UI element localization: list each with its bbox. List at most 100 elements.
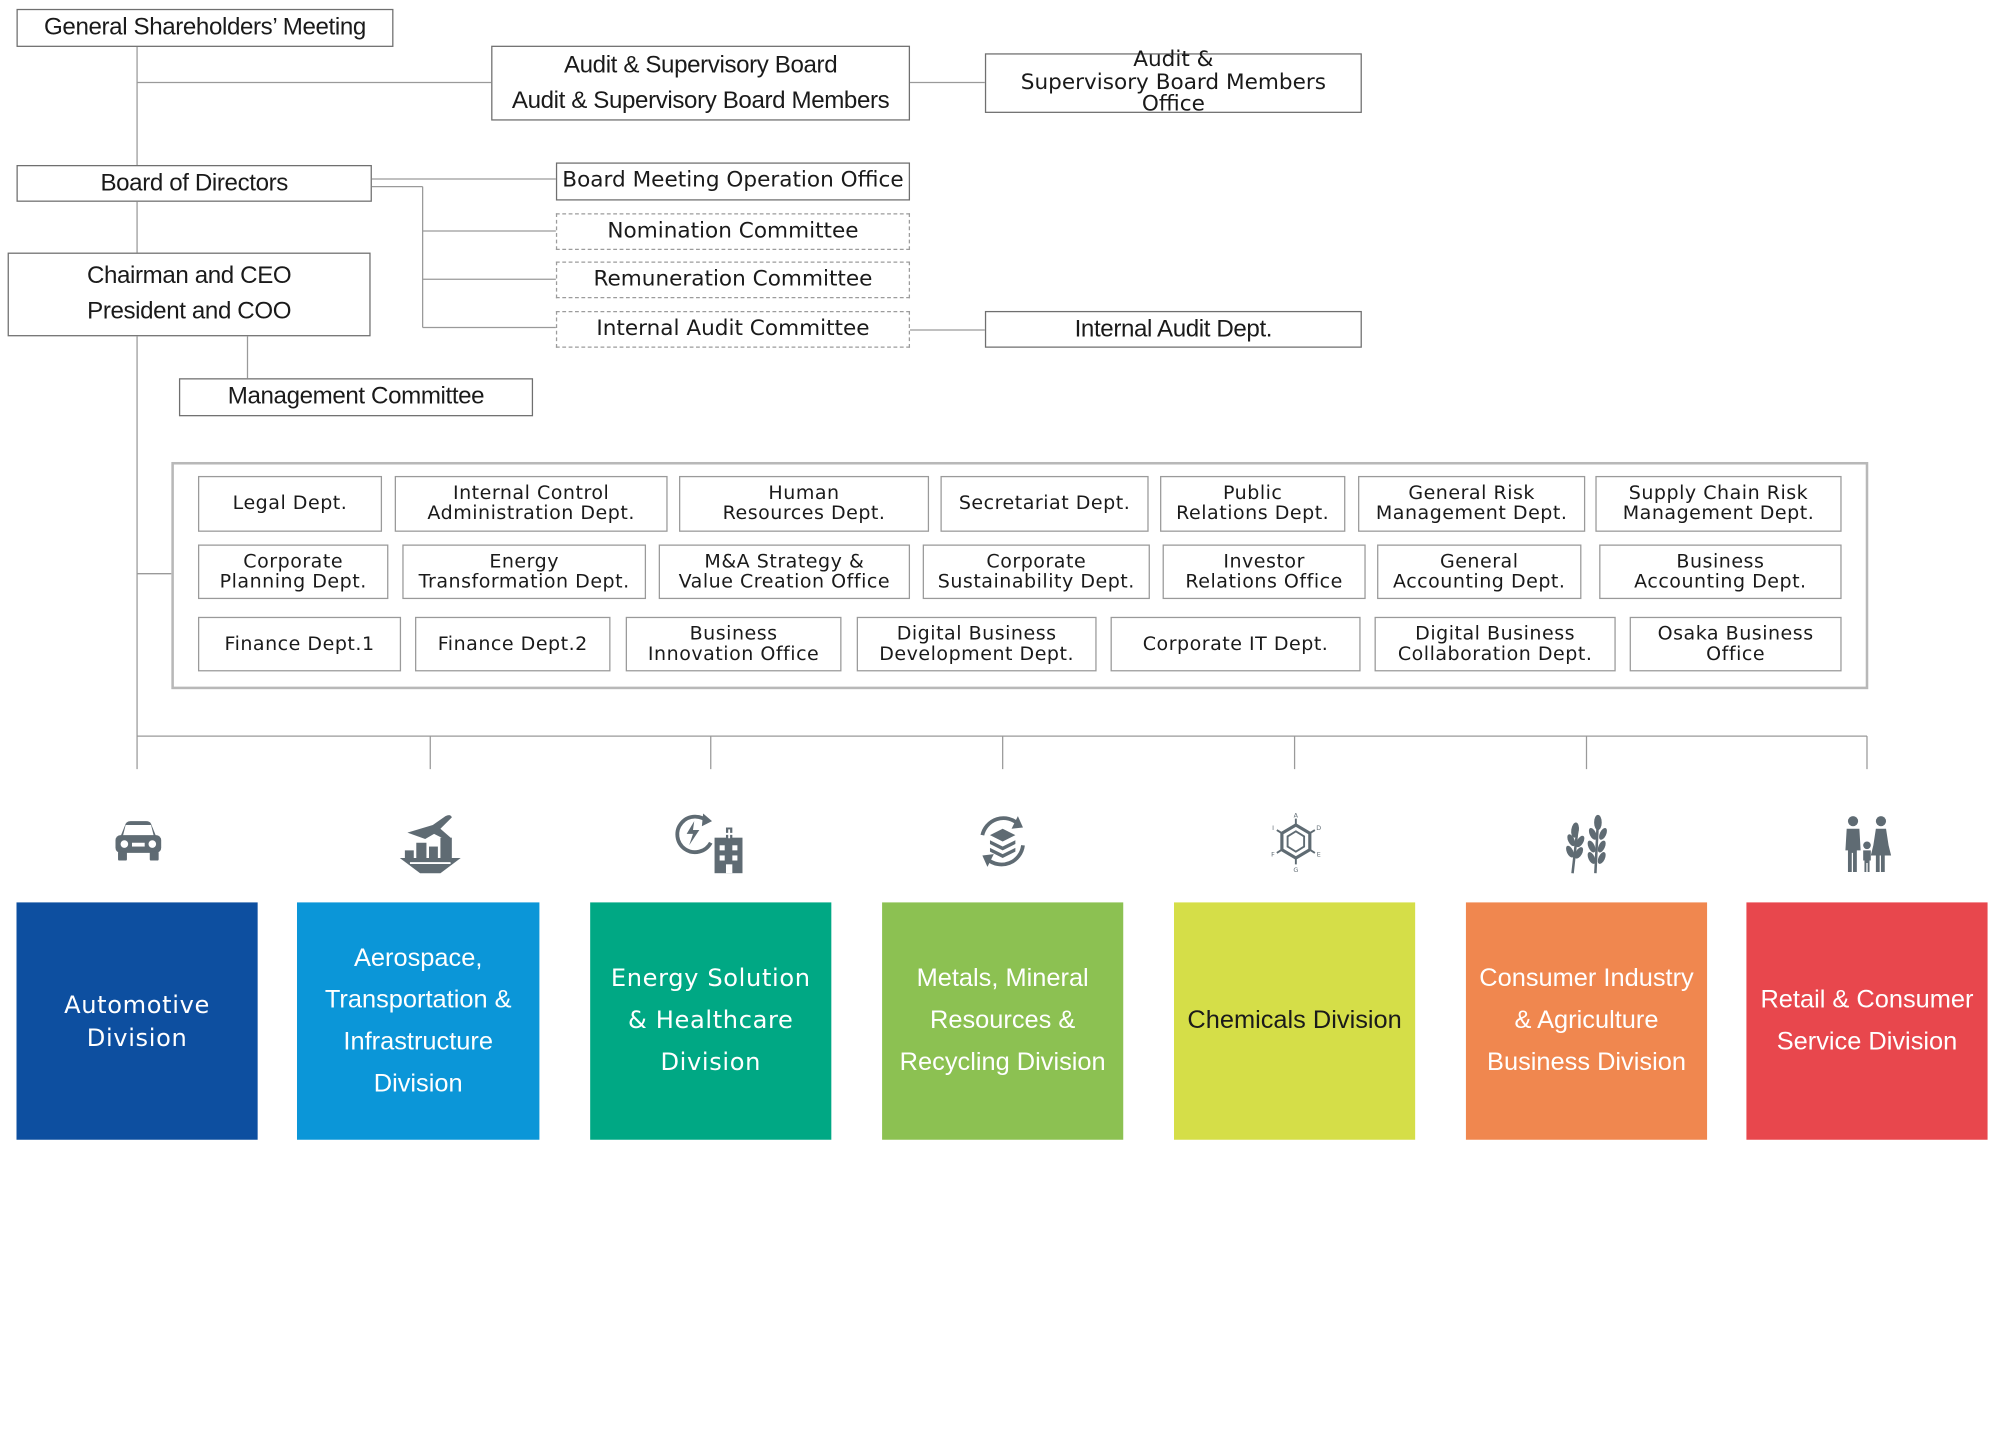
division-label: Energy Solution	[610, 964, 811, 993]
division-label: Recycling Division	[899, 1048, 1106, 1077]
department-label: General	[1439, 549, 1519, 573]
shareholders-meeting-label: General Shareholders’ Meeting	[44, 14, 366, 41]
department-label: Sustainability Dept.	[937, 569, 1135, 593]
department-label: General Risk	[1408, 481, 1535, 505]
nomination-committee-label: Nomination Committee	[607, 217, 859, 244]
department-label: Collaboration Dept.	[1397, 641, 1593, 665]
division-label: Infrastructure	[343, 1027, 493, 1056]
board-of-directors-label: Board of Directors	[100, 169, 288, 197]
remuneration-committee-box: Remuneration Committee	[555, 261, 911, 299]
svg-text:D: D	[1316, 825, 1321, 832]
department-label: Transformation Dept.	[418, 569, 630, 593]
audit-office-label-line2: Supervisory Board Members Office	[1020, 69, 1326, 118]
division-label: Retail & Consumer	[1760, 985, 1974, 1014]
corporate-departments-frame	[171, 461, 1869, 690]
department-label: Corporate IT Dept.	[1142, 631, 1329, 655]
division-tile: Chemicals Division	[1174, 902, 1416, 1140]
department-box: Finance Dept.1	[197, 616, 402, 672]
shareholders-meeting-box: General Shareholders’ Meeting	[16, 8, 394, 47]
department-label: Business	[1676, 549, 1765, 573]
internal-audit-dept-box: Internal Audit Dept.	[984, 310, 1362, 348]
department-label: Osaka Business	[1657, 621, 1814, 645]
department-label: Digital Business	[1415, 621, 1576, 645]
airplane-city-icon	[399, 815, 461, 874]
department-label: Management Dept.	[1375, 501, 1568, 525]
chemical-structure-icon: A D E G F I	[1271, 812, 1321, 873]
recycling-layers-icon	[980, 816, 1025, 867]
division-label: & Healthcare	[627, 1006, 794, 1035]
department-box: Corporate IT Dept.	[1110, 616, 1361, 672]
car-icon	[115, 821, 162, 861]
department-label: Relations Office	[1185, 569, 1343, 593]
department-label: Finance Dept.2	[437, 631, 588, 655]
division-label: Automotive	[64, 990, 210, 1019]
division-label: Transportation &	[324, 985, 512, 1014]
division-label: Business Division	[1487, 1048, 1686, 1077]
division-label: Division	[660, 1048, 762, 1077]
wheat-icon	[1566, 814, 1607, 874]
department-label: Public	[1222, 481, 1283, 505]
management-committee-label: Management Committee	[227, 383, 485, 411]
department-label: Accounting Dept.	[1393, 569, 1566, 593]
board-meeting-office-box: Board Meeting Operation Office	[555, 162, 911, 201]
department-box: M&A Strategy &Value Creation Office	[658, 544, 911, 600]
svg-text:F: F	[1271, 852, 1275, 859]
department-label: Internal Control	[452, 481, 610, 505]
internal-audit-committee-label: Internal Audit Committee	[596, 315, 870, 342]
department-label: Supply Chain Risk	[1628, 481, 1809, 505]
division-label: Service Division	[1776, 1027, 1958, 1056]
department-label: Energy	[489, 549, 560, 573]
department-label: M&A Strategy &	[704, 549, 865, 573]
executives-box: Chairman and CEO President and COO	[7, 252, 371, 337]
department-box: Finance Dept.2	[415, 616, 611, 672]
department-label: Innovation Office	[647, 641, 820, 665]
division-label: Resources &	[930, 1006, 1076, 1035]
department-label: Planning Dept.	[219, 569, 367, 593]
division-label: Consumer Industry	[1479, 964, 1694, 993]
department-label: Development Dept.	[879, 641, 1075, 665]
svg-text:A: A	[1294, 812, 1299, 819]
department-label: Relations Dept.	[1176, 501, 1330, 525]
division-label: Division	[86, 1023, 188, 1052]
audit-board-members-label: Audit & Supervisory Board Members	[511, 86, 890, 114]
division-tile: Aerospace,Transportation &Infrastructure…	[296, 902, 540, 1140]
department-label: Legal Dept.	[232, 491, 348, 515]
department-label: Business	[689, 621, 778, 645]
department-box: Legal Dept.	[197, 475, 383, 532]
division-label: Division	[373, 1069, 463, 1098]
internal-audit-committee-box: Internal Audit Committee	[555, 310, 911, 348]
department-label: Value Creation Office	[678, 569, 891, 593]
division-label: Chemicals Division	[1187, 1006, 1402, 1035]
department-box: Secretariat Dept.	[940, 475, 1149, 532]
audit-supervisory-board-box: Audit & Supervisory Board Audit & Superv…	[491, 45, 911, 121]
department-label: Corporate	[243, 549, 344, 573]
svg-text:I: I	[1272, 825, 1274, 832]
department-label: Office	[1706, 641, 1766, 665]
energy-hospital-icon	[675, 813, 743, 874]
management-committee-box: Management Committee	[178, 378, 534, 417]
audit-office-label-line1: Audit &	[1133, 46, 1214, 73]
svg-text:E: E	[1317, 852, 1321, 859]
internal-audit-dept-label: Internal Audit Dept.	[1074, 315, 1273, 343]
board-of-directors-box: Board of Directors	[16, 164, 372, 202]
department-label: Administration Dept.	[427, 501, 635, 525]
audit-board-office-box: Audit & Supervisory Board Members Office	[984, 48, 1362, 116]
board-meeting-office-label: Board Meeting Operation Office	[562, 167, 904, 194]
division-label: Metals, Mineral	[916, 964, 1089, 993]
department-label: Accounting Dept.	[1634, 569, 1807, 593]
